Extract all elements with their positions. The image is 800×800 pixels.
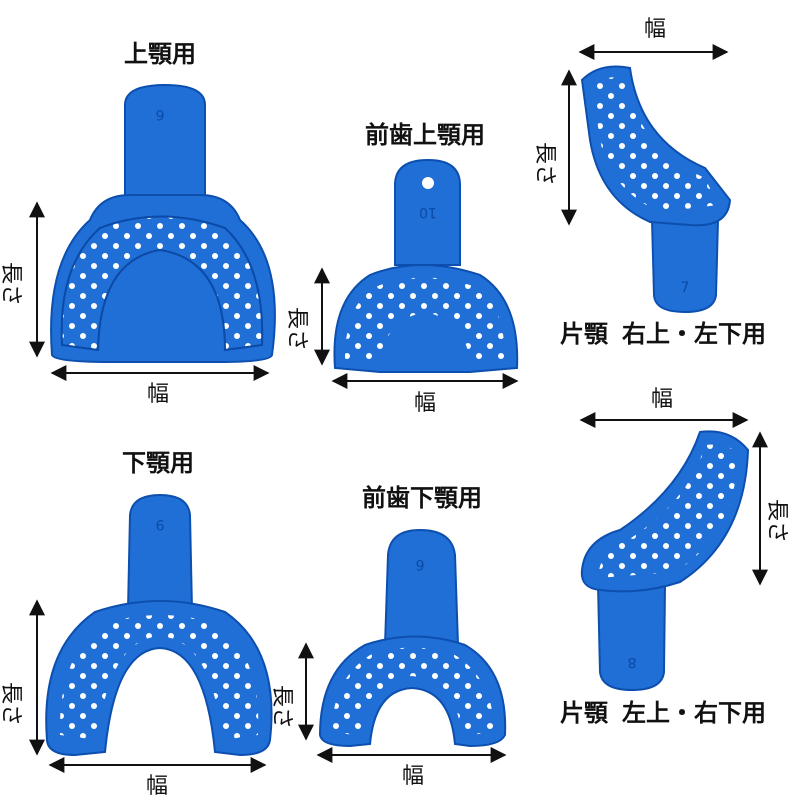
- anterior-lower-tray-title: 前歯下顎用: [362, 484, 482, 512]
- width-label: 幅: [644, 17, 666, 42]
- tray-perforations: [345, 277, 505, 362]
- tray-handle: [383, 528, 460, 646]
- tray-handle: [394, 158, 461, 266]
- anterior-upper-tray-title: 前歯上顎用: [365, 121, 485, 149]
- tray-size-number: 8: [628, 654, 637, 670]
- tray-hanging-hole: [422, 177, 434, 189]
- lower-tray-title: 下顎用: [122, 449, 194, 477]
- partial-tray-ur-ll: 幅 長さ 7 片顎 右上・左下用: [532, 17, 766, 348]
- upper-tray-title: 上顎用: [124, 40, 196, 68]
- tray-size-number: 9: [156, 516, 165, 532]
- partial-tray-subtitle: 左上・右下用: [622, 699, 766, 727]
- length-label: 長さ: [532, 142, 557, 186]
- partial-tray-title: 片顎: [560, 320, 609, 348]
- tray-size-number: 6: [415, 556, 424, 572]
- tray-perforations: [332, 647, 494, 736]
- length-label: 長さ: [764, 499, 789, 543]
- partial-tray-title: 片顎: [560, 699, 609, 727]
- anterior-upper-tray: 前歯上顎用 10 長さ 幅: [284, 121, 519, 416]
- tray-handle: [650, 219, 720, 314]
- tray-handle: [124, 83, 206, 201]
- tray-perforations: [59, 615, 259, 740]
- width-label: 幅: [147, 382, 169, 407]
- length-label: 長さ: [269, 685, 294, 729]
- tray-size-number: 6: [155, 106, 164, 122]
- tray-perforations: [592, 76, 718, 212]
- tray-handle: [126, 493, 194, 611]
- width-label: 幅: [402, 764, 424, 789]
- length-label: 長さ: [284, 307, 309, 351]
- lower-tray: 下顎用 9 長さ 幅: [0, 449, 273, 799]
- partial-tray-ul-lr: 幅 長さ 8 片顎 左上・右下用: [560, 387, 789, 727]
- width-label: 幅: [651, 387, 673, 412]
- width-label: 幅: [414, 391, 436, 416]
- tray-size-number: 7: [681, 280, 690, 296]
- width-label: 幅: [146, 774, 168, 799]
- upper-tray: 上顎用 6 長さ 幅: [0, 40, 276, 407]
- tray-perforations: [598, 444, 738, 578]
- anterior-lower-tray: 前歯下顎用 6 長さ 幅: [269, 484, 507, 789]
- tray-handle: [596, 584, 667, 692]
- partial-tray-subtitle: 右上・左下用: [622, 320, 766, 348]
- length-label: 長さ: [0, 682, 23, 726]
- tray-size-number: 10: [419, 204, 437, 220]
- tray-perforations: [60, 215, 264, 352]
- length-label: 長さ: [0, 262, 23, 306]
